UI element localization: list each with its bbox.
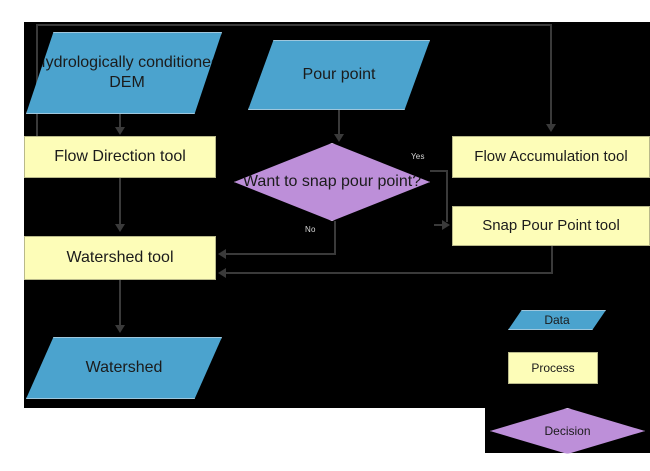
node-flow-accumulation-tool[interactable]: Flow Accumulation tool bbox=[452, 136, 650, 178]
arrowhead-flowacc-top bbox=[546, 124, 556, 132]
connector-no-left bbox=[226, 253, 336, 255]
connector-snap-left bbox=[226, 272, 553, 274]
arrowhead-decision-top bbox=[334, 134, 344, 142]
node-label: Watershed tool bbox=[66, 249, 174, 266]
arrowhead-snap-left bbox=[442, 220, 450, 230]
node-label: Hydrologically conditioned DEM bbox=[34, 54, 220, 91]
node-label: Want to snap pour point? bbox=[242, 173, 422, 190]
connector-pourpoint-to-decision bbox=[338, 110, 340, 134]
connector-yes-right bbox=[430, 170, 448, 172]
node-hydrologically-conditioned-dem[interactable]: Hydrologically conditioned DEM bbox=[26, 32, 222, 114]
node-label: Flow Accumulation tool bbox=[474, 147, 628, 165]
connector-snap-down bbox=[551, 246, 553, 273]
edge-label-yes: Yes bbox=[411, 152, 425, 161]
legend-label: Process bbox=[531, 360, 575, 375]
connector-yes-down bbox=[446, 170, 448, 222]
node-snap-pour-point-tool[interactable]: Snap Pour Point tool bbox=[452, 206, 650, 246]
edge-label-no: No bbox=[305, 225, 316, 234]
legend-item-data: Data bbox=[508, 310, 606, 330]
connector-dem-to-flowdir bbox=[119, 114, 121, 128]
connector-dem-to-flowacc-top bbox=[36, 24, 552, 26]
node-watershed[interactable]: Watershed bbox=[26, 337, 222, 399]
node-flow-direction-tool[interactable]: Flow Direction tool bbox=[24, 136, 216, 178]
arrowhead-watershed bbox=[115, 325, 125, 333]
arrowhead-watershedtool-top bbox=[115, 224, 125, 232]
connector-flowdir-to-watershedtool bbox=[119, 178, 121, 224]
legend-item-process: Process bbox=[508, 352, 598, 384]
connector-down-to-flowacc bbox=[550, 24, 552, 124]
connector-watershedtool-to-watershed bbox=[119, 280, 121, 325]
connector-yes-into-snap bbox=[434, 224, 448, 226]
arrowhead-watershedtool-no bbox=[218, 249, 226, 259]
legend-label: Decision bbox=[544, 423, 591, 438]
legend-label: Data bbox=[544, 312, 570, 327]
node-label: Flow Direction tool bbox=[54, 148, 186, 165]
arrowhead-watershedtool-snap bbox=[218, 268, 226, 278]
node-label: Snap Pour Point tool bbox=[482, 216, 620, 234]
node-label: Watershed bbox=[85, 359, 163, 376]
node-label: Pour point bbox=[302, 66, 376, 83]
node-watershed-tool[interactable]: Watershed tool bbox=[24, 236, 216, 280]
arrowhead-flowdir bbox=[115, 127, 125, 135]
connector-no-down bbox=[334, 221, 336, 254]
node-pour-point[interactable]: Pour point bbox=[248, 40, 430, 110]
